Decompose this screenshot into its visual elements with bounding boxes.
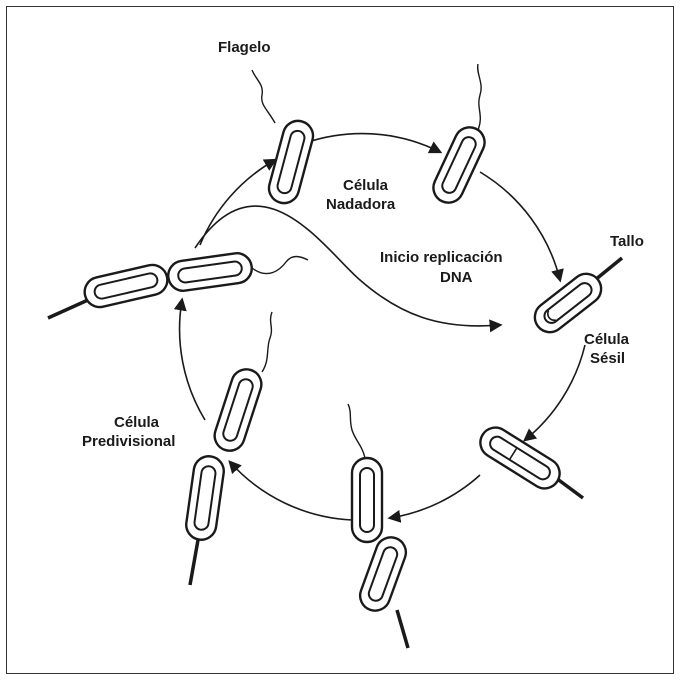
stalk-3 [595,258,622,280]
stalked-cell-3 [529,268,607,338]
stalk-5 [397,610,408,648]
flagellum-2 [478,64,481,130]
stalk-7 [48,300,88,318]
flagellum-1 [252,70,275,123]
cycle-arc-left [180,300,205,420]
predivisional-cell-5a [352,458,382,542]
label-tallo: Tallo [610,233,644,250]
dividing-cell-7b [166,251,253,292]
cycle-arc-bottom-right [390,475,480,518]
cycle-arc-top-left [200,160,275,245]
label-celula-nadadora-1: Célula [343,177,389,194]
swarmer-cell-2 [429,122,490,207]
predivisional-cell-6a [211,365,265,454]
stalk-4 [556,478,583,498]
label-inicio-replicacion: Inicio replicación [380,249,503,266]
cycle-arc-right-bottom [525,345,585,440]
label-flagelo: Flagelo [218,39,271,56]
label-celula-sesil-1: Célula [584,331,630,348]
dividing-cell-7a [82,262,171,310]
stalked-cell-4 [475,422,566,494]
cycle-arc-bottom-left [230,462,352,520]
flagellum-5 [348,404,365,458]
label-celula-predivisional-2: Predivisional [82,433,175,450]
label-celula-nadadora-2: Nadadora [326,196,396,213]
flagellum-6 [262,312,272,372]
cycle-arc-top [305,134,440,152]
predivisional-cell-5b [356,533,410,615]
label-celula-predivisional-1: Célula [114,414,160,431]
swarmer-cell-1 [266,118,317,207]
predivisional-cell-6b [184,454,225,541]
label-celula-sesil-2: Sésil [590,350,625,367]
label-dna: DNA [440,269,473,286]
flagellum-7 [252,257,308,274]
stalk-6 [190,540,198,585]
